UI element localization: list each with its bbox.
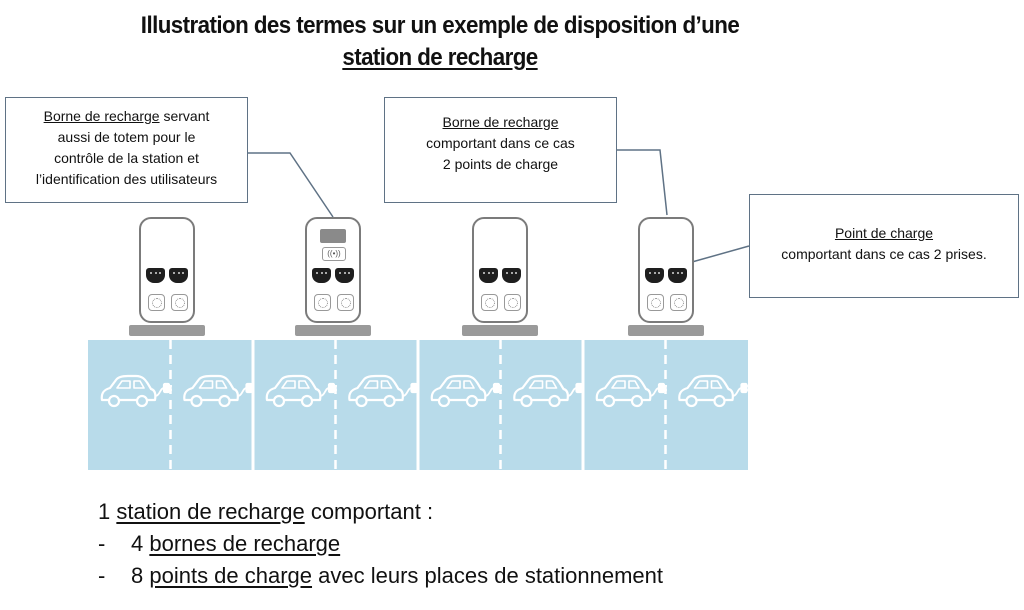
summary-item1-number: 4: [131, 531, 150, 556]
summary-item1-dash: -: [98, 531, 106, 556]
connector-plug-icon: [645, 268, 664, 283]
summary-bornes-term: bornes de recharge: [149, 531, 341, 556]
callout-totem-line4: l’identification des utilisateurs: [35, 171, 218, 187]
summary-item2-dash: -: [98, 563, 106, 588]
callout-point-term: Point de charge: [834, 225, 934, 241]
callout-totem-line3: contrôle de la station et: [54, 150, 199, 166]
electric-car-icon: [513, 374, 585, 408]
connector-plug-icon: [479, 268, 498, 283]
callout-borne-term: Borne de recharge: [442, 114, 559, 130]
callout-borne-line3: 2 points de charge: [442, 156, 559, 172]
callout-totem-charger: Borne de recharge servant aussi de totem…: [5, 97, 248, 203]
callout-point-de-charge: Point de charge comportant dans ce cas 2…: [749, 194, 1019, 298]
electric-car-icon: [100, 374, 172, 408]
callout-borne: Borne de recharge comportant dans ce cas…: [384, 97, 617, 203]
connector-plug-icon: [312, 268, 331, 283]
electric-car-icon: [265, 374, 337, 408]
title-line-1: Illustration des termes sur un exemple d…: [140, 12, 740, 39]
summary-station-term: station de recharge: [116, 499, 305, 524]
callout-point-line2: comportant dans ce cas 2 prises.: [781, 246, 987, 262]
summary-line1-suffix: comportant :: [304, 499, 434, 524]
connector-plug-icon: [146, 268, 165, 283]
rfid-reader-icon: ((•)): [322, 247, 346, 261]
callout-totem-line1: servant: [159, 108, 210, 124]
ev-charger-icon: [638, 217, 694, 323]
socket-icon: [171, 294, 188, 311]
summary-item2-number: 8: [131, 563, 150, 588]
title-line-2: station de recharge: [342, 44, 538, 71]
connector-plug-icon: [502, 268, 521, 283]
charger-base: [129, 325, 205, 336]
summary-item2-suffix: avec leurs places de stationnement: [312, 563, 664, 588]
connector-point: [691, 245, 750, 263]
screen-icon: [320, 229, 346, 243]
socket-icon: [504, 294, 521, 311]
charger-base: [628, 325, 704, 336]
callout-totem-line2: aussi de totem pour le: [57, 129, 196, 145]
ev-charger-icon: ((•)): [305, 217, 361, 323]
summary-line1-prefix: 1: [98, 499, 117, 524]
charger-base: [295, 325, 371, 336]
connector-totem: [248, 152, 334, 218]
connector-plug-icon: [668, 268, 687, 283]
callout-borne-line2: comportant dans ce cas: [426, 135, 575, 151]
summary-points-term: points de charge: [149, 563, 313, 588]
connector-plug-icon: [169, 268, 188, 283]
ev-charger-icon: [139, 217, 195, 323]
connector-plug-icon: [335, 268, 354, 283]
electric-car-icon: [183, 374, 255, 408]
ev-charger-icon: [472, 217, 528, 323]
electric-car-icon: [348, 374, 420, 408]
electric-car-icon: [678, 374, 750, 408]
socket-icon: [148, 294, 165, 311]
callout-totem-term: Borne de recharge: [43, 108, 160, 124]
connector-borne: [617, 149, 668, 216]
diagram-title: Illustration des termes sur un exemple d…: [49, 10, 830, 74]
socket-icon: [314, 294, 331, 311]
socket-icon: [647, 294, 664, 311]
summary: 1 station de recharge comportant : -4 bo…: [98, 496, 663, 592]
electric-car-icon: [430, 374, 502, 408]
socket-icon: [670, 294, 687, 311]
electric-car-icon: [595, 374, 667, 408]
socket-icon: [337, 294, 354, 311]
socket-icon: [481, 294, 498, 311]
charger-base: [462, 325, 538, 336]
